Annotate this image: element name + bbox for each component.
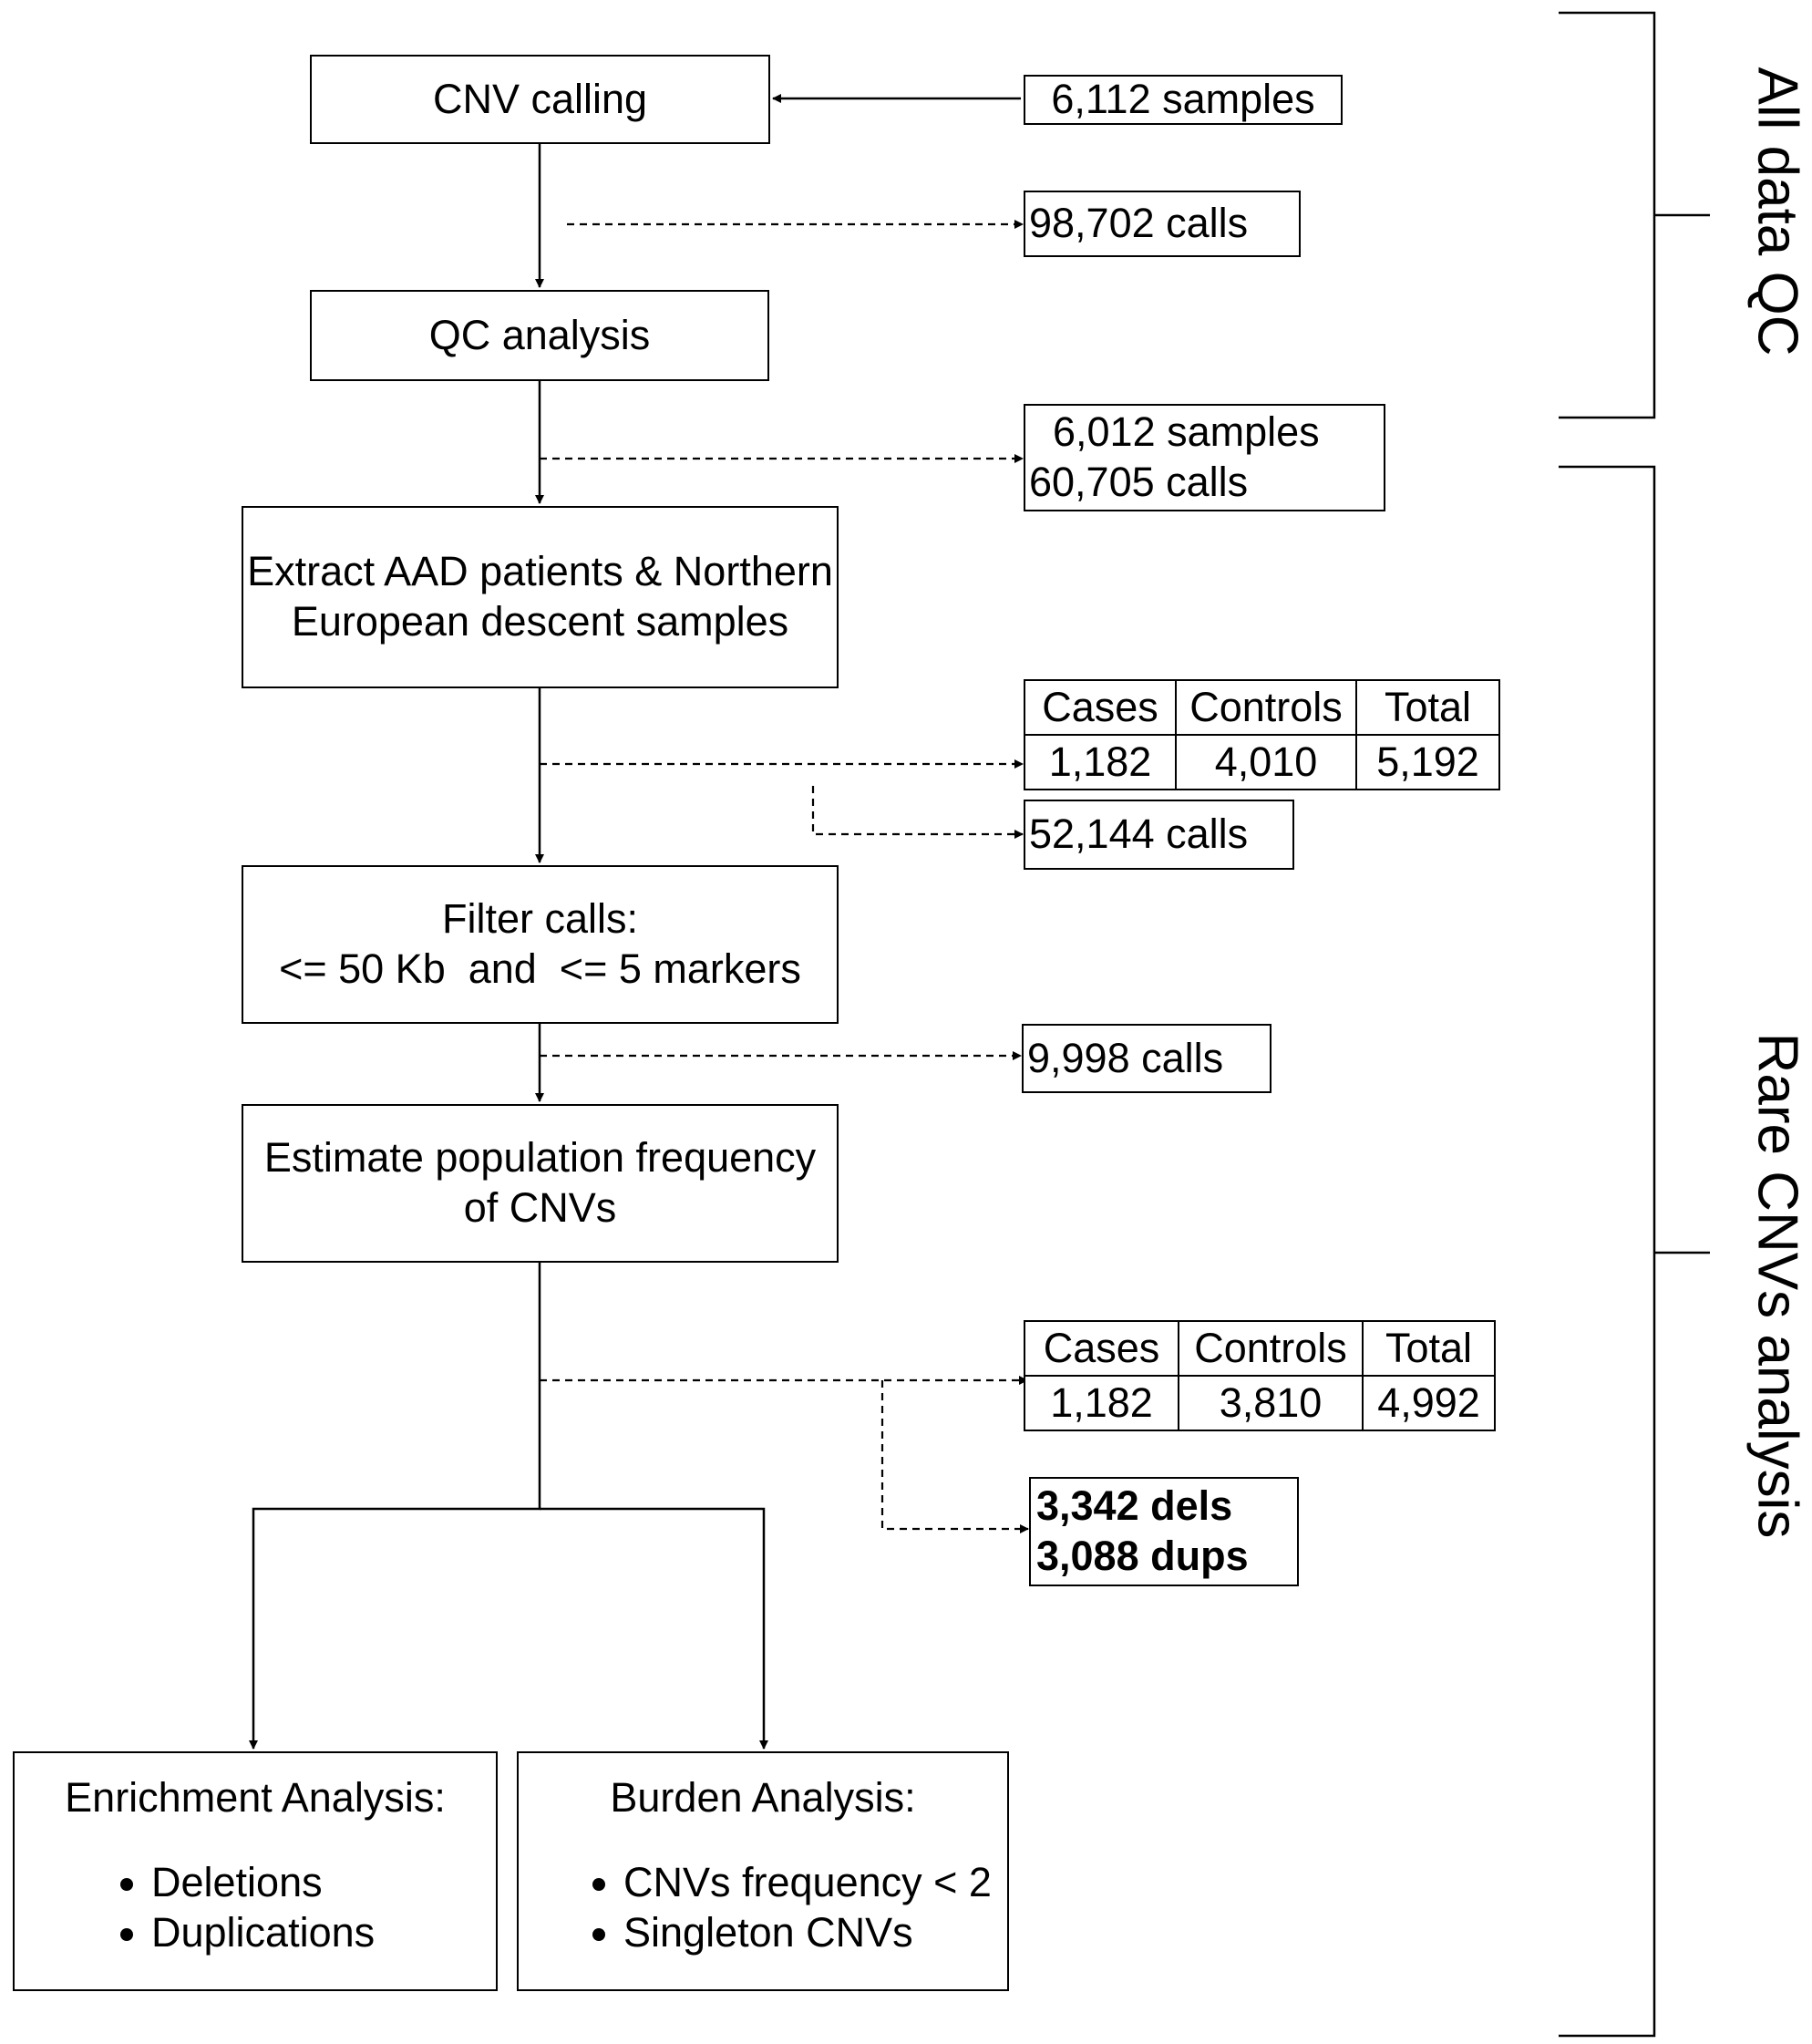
table1-header-cases: Cases — [1024, 679, 1177, 736]
table2-header-total: Total — [1362, 1320, 1496, 1377]
dashed-arrow-rare-cnvs — [880, 1380, 1029, 1533]
table2-cases-value: 1,182 — [1024, 1375, 1179, 1431]
cohort-table-2: Cases Controls Total 1,182 3,810 4,992 — [1024, 1320, 1496, 1431]
estimate-label-line2: of CNVs — [463, 1184, 617, 1231]
list-item: Singleton CNVs — [623, 1908, 1007, 1958]
table1-cases-value: 1,182 — [1024, 734, 1177, 790]
table-row: Cases Controls Total — [1024, 679, 1500, 736]
cnv-calling-label: CNV calling — [432, 75, 648, 122]
bracket-all-data-qc — [1559, 11, 1656, 419]
filter-label-line1: Filter calls: — [441, 895, 639, 943]
calls-extracted-box: 52,144 calls — [1024, 800, 1294, 870]
dashed-arrow-calls-extracted — [811, 786, 1024, 839]
filter-label-line2: <= 50 Kb and <= 5 markers — [279, 945, 801, 992]
table1-header-total: Total — [1355, 679, 1500, 736]
table2-header-cases: Cases — [1024, 1320, 1179, 1377]
qc-analysis-label: QC analysis — [428, 311, 651, 358]
extract-box: Extract AAD patients & Northern European… — [242, 506, 839, 688]
table2-controls-value: 3,810 — [1178, 1375, 1364, 1431]
samples-initial-box: 6,112 samples — [1024, 75, 1343, 125]
cohort-table-1: Cases Controls Total 1,182 4,010 5,192 — [1024, 679, 1500, 790]
calls-initial-box: 98,702 calls — [1024, 191, 1301, 257]
table1-header-controls: Controls — [1175, 679, 1357, 736]
after-qc-samples-label: 6,012 samples — [1053, 408, 1320, 456]
calls-extracted-label: 52,144 calls — [1029, 810, 1249, 858]
enrichment-title: Enrichment Analysis: — [65, 1774, 446, 1821]
rare-cnvs-dels-label: 3,342 dels — [1036, 1482, 1233, 1530]
calls-filtered-box: 9,998 calls — [1022, 1024, 1271, 1093]
after-qc-box: 6,012 samples 60,705 calls — [1024, 404, 1385, 511]
cnv-calling-box: CNV calling — [310, 55, 770, 144]
extract-label-line1: Extract AAD patients & Northern — [247, 548, 833, 595]
split-line-right — [540, 1507, 768, 1750]
after-qc-calls-label: 60,705 calls — [1029, 459, 1249, 505]
burden-analysis-box: Burden Analysis: CNVs frequency < 2 Sing… — [517, 1751, 1009, 1991]
calls-filtered-label: 9,998 calls — [1027, 1034, 1224, 1081]
calls-initial-label: 98,702 calls — [1029, 200, 1249, 247]
table-row: 1,182 3,810 4,992 — [1024, 1375, 1496, 1431]
table1-total-value: 5,192 — [1355, 734, 1500, 790]
extract-label-line2: European descent samples — [291, 598, 789, 645]
qc-analysis-box: QC analysis — [310, 290, 769, 381]
table2-header-controls: Controls — [1178, 1320, 1364, 1377]
rare-cnvs-box: 3,342 dels 3,088 dups — [1029, 1477, 1299, 1586]
bracket-rare-cnvs — [1559, 465, 1656, 2038]
list-item: Deletions — [151, 1858, 496, 1908]
rare-cnvs-dups-label: 3,088 dups — [1036, 1533, 1249, 1579]
split-line — [249, 1263, 541, 1750]
enrichment-analysis-box: Enrichment Analysis: Deletions Duplicati… — [13, 1751, 498, 1991]
rare-cnvs-analysis-label: Rare CNVs analysis — [1745, 1032, 1809, 1539]
all-data-qc-label: All data QC — [1745, 67, 1809, 356]
table-row: Cases Controls Total — [1024, 1320, 1496, 1377]
list-item: CNVs frequency < 2 — [623, 1858, 1007, 1908]
samples-initial-label: 6,112 samples — [1051, 76, 1315, 123]
list-item: Duplications — [151, 1908, 496, 1958]
burden-title: Burden Analysis: — [610, 1774, 916, 1821]
filter-box: Filter calls: <= 50 Kb and <= 5 markers — [242, 865, 839, 1024]
table1-controls-value: 4,010 — [1175, 734, 1357, 790]
table-row: 1,182 4,010 5,192 — [1024, 734, 1500, 790]
estimate-label-line1: Estimate population frequency — [263, 1134, 817, 1182]
table2-total-value: 4,992 — [1362, 1375, 1496, 1431]
estimate-box: Estimate population frequency of CNVs — [242, 1104, 839, 1263]
